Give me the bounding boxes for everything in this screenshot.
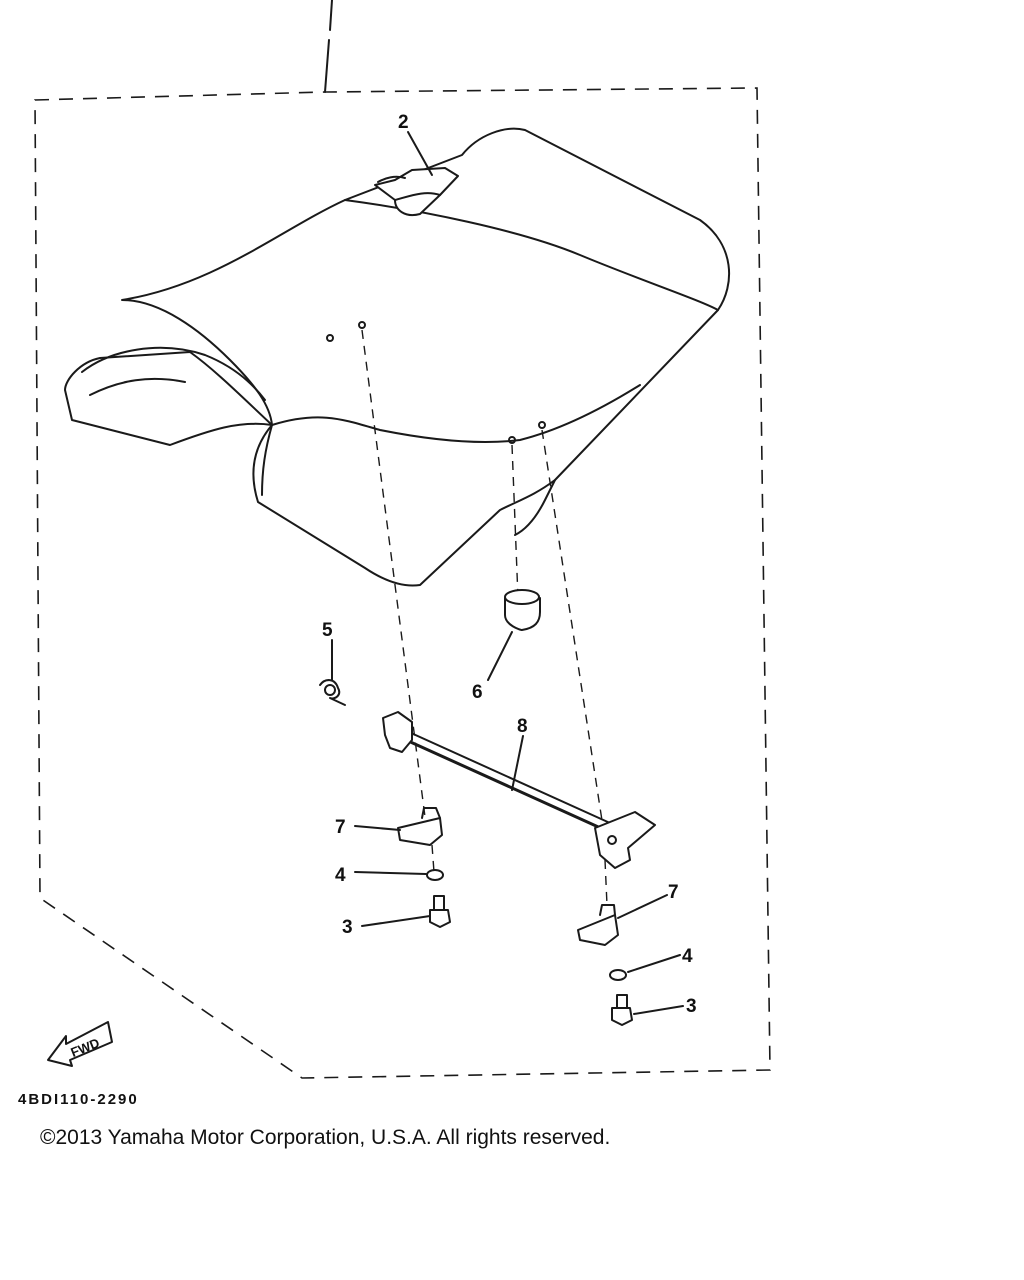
seat (64, 127, 730, 587)
washer-left (426, 869, 444, 881)
callout-4-right: 4 (682, 946, 693, 967)
alignment-line (431, 844, 435, 873)
callout-7-right: 7 (668, 882, 679, 903)
alignment-line (604, 859, 608, 906)
top-leader-line (324, 0, 333, 93)
bolt-left (429, 895, 451, 928)
diagram-code: 4BDI110-2290 (18, 1091, 139, 1108)
rod-assembly (382, 711, 656, 869)
callout-7-left: 7 (335, 817, 346, 838)
callout-3-right: 3 (686, 996, 697, 1017)
callout-5: 5 (322, 620, 333, 641)
fwd-label: FWD (68, 1035, 101, 1060)
leader-7b (617, 894, 668, 919)
leader-4a (354, 871, 427, 875)
bracket-right (577, 904, 619, 946)
leader-4b (627, 954, 681, 973)
copyright-notice: ©2013 Yamaha Motor Corporation, U.S.A. A… (40, 1126, 611, 1149)
assembly-boundary (34, 87, 771, 1079)
callout-6: 6 (472, 682, 483, 703)
damper (504, 589, 541, 631)
leader-7a (354, 825, 401, 831)
callout-2: 2 (398, 112, 409, 133)
alignment-line (541, 429, 606, 841)
fwd-arrow-icon: FWD (47, 1021, 113, 1067)
leader-8 (511, 735, 524, 791)
callout-4-left: 4 (335, 865, 346, 886)
alignment-line (361, 329, 429, 841)
clip (319, 679, 346, 706)
washer-right (609, 969, 627, 981)
callout-3-left: 3 (342, 917, 353, 938)
bolt-right (611, 994, 633, 1026)
leader-3b (633, 1005, 684, 1015)
leader-3a (361, 915, 431, 927)
callout-8: 8 (517, 716, 528, 737)
leader-2 (407, 131, 433, 176)
bracket-left (397, 807, 443, 846)
leader-6 (487, 631, 513, 681)
